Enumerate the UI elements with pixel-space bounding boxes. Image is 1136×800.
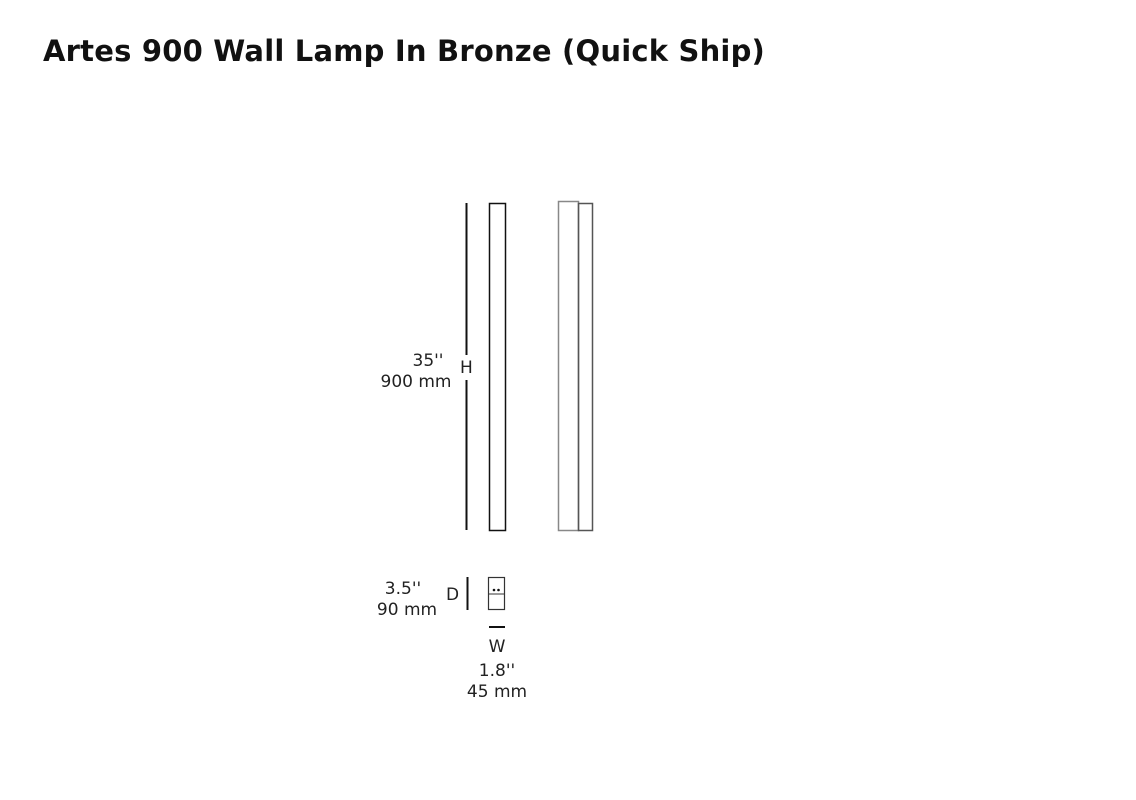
width-dimension: W 1.8'' 45 mm xyxy=(467,626,527,702)
height-imperial: 35'' xyxy=(413,351,444,371)
width-metric: 45 mm xyxy=(467,682,527,702)
depth-dimension: D 3.5'' 90 mm xyxy=(377,577,469,620)
height-dimension: H 35'' 900 mm xyxy=(381,203,473,530)
width-imperial: 1.8'' xyxy=(479,661,515,681)
depth-metric: 90 mm xyxy=(377,600,437,620)
depth-imperial: 3.5'' xyxy=(385,579,421,599)
height-metric: 900 mm xyxy=(381,372,452,392)
lamp-top-view xyxy=(487,576,506,611)
product-title: Artes 900 Wall Lamp In Bronze (Quick Shi… xyxy=(43,34,765,68)
depth-letter: D xyxy=(446,585,459,605)
lamp-side-view xyxy=(557,200,594,532)
lamp-front-view xyxy=(488,202,507,532)
height-letter: H xyxy=(460,358,473,378)
width-letter: W xyxy=(489,637,506,657)
